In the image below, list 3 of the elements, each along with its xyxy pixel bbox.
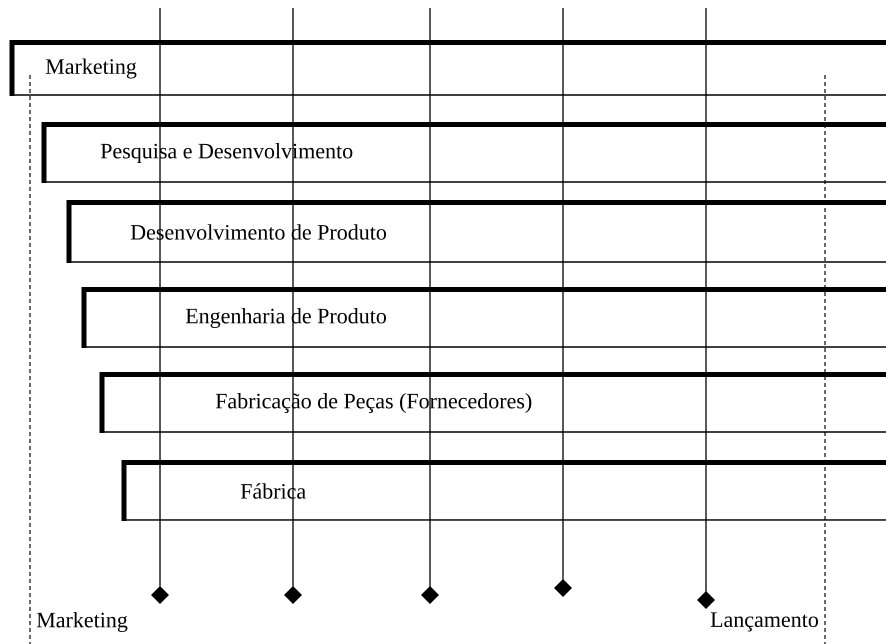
band-box: Marketing: [10, 40, 886, 96]
milestone-label: Lançamento: [710, 612, 818, 632]
milestone-label: Marketing: [36, 612, 128, 632]
